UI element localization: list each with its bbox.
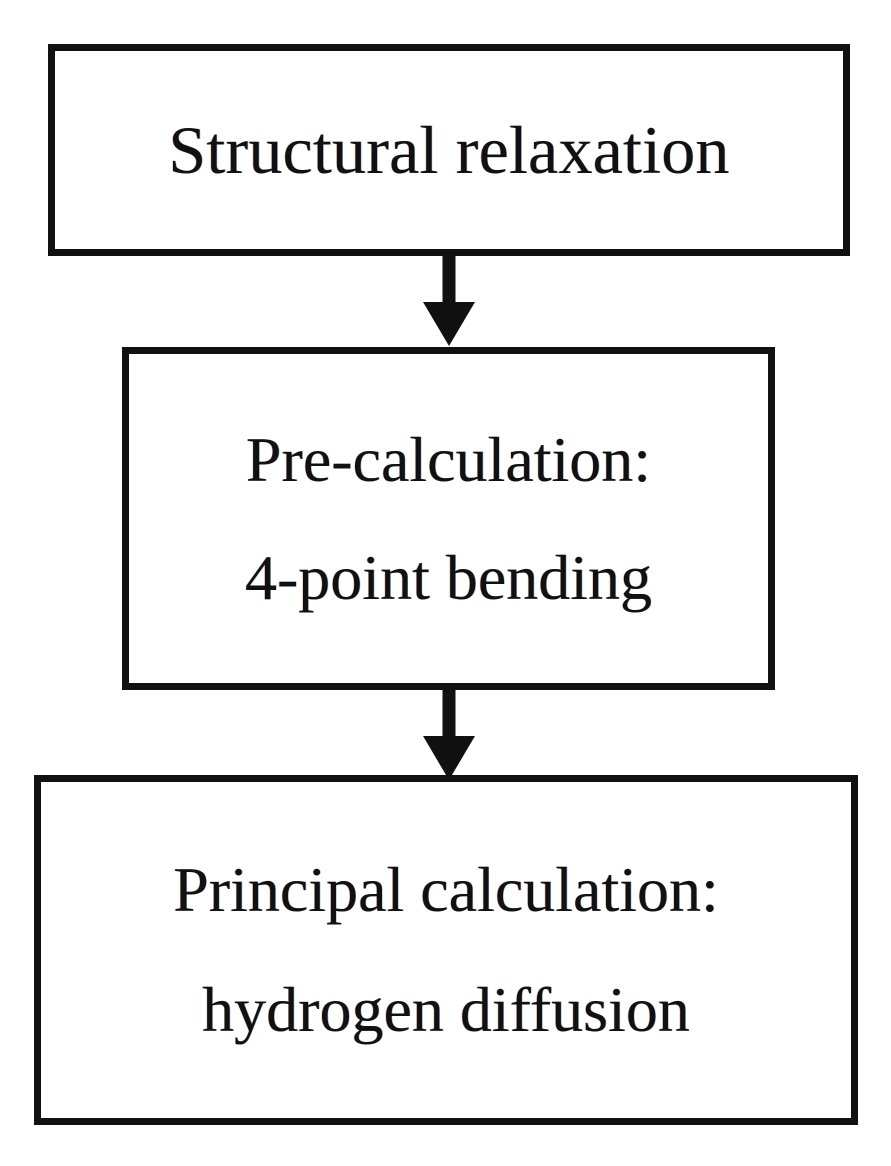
node-label-line-1: Principal calculation:: [173, 854, 719, 925]
arrow-stem: [442, 684, 456, 742]
node-label-line-2: 4-point bending: [244, 541, 653, 613]
arrow-structural-relaxation-to-pre-calculation: [419, 250, 479, 350]
arrow-head-icon: [423, 736, 475, 780]
arrow-head-icon: [423, 302, 475, 346]
arrow-stem: [442, 250, 456, 308]
flowchart-node-pre-calculation[interactable]: Pre-calculation: 4-point bending: [122, 347, 775, 690]
flowchart-node-structural-relaxation[interactable]: Structural relaxation: [48, 44, 850, 256]
arrow-pre-calculation-to-principal-calculation: [419, 684, 479, 784]
node-label-line-2: hydrogen diffusion: [202, 974, 690, 1045]
flowchart-node-principal-calculation[interactable]: Principal calculation: hydrogen diffusio…: [34, 775, 858, 1125]
node-label-line-1: Structural relaxation: [168, 111, 730, 188]
node-label-line-1: Pre-calculation:: [245, 423, 652, 495]
